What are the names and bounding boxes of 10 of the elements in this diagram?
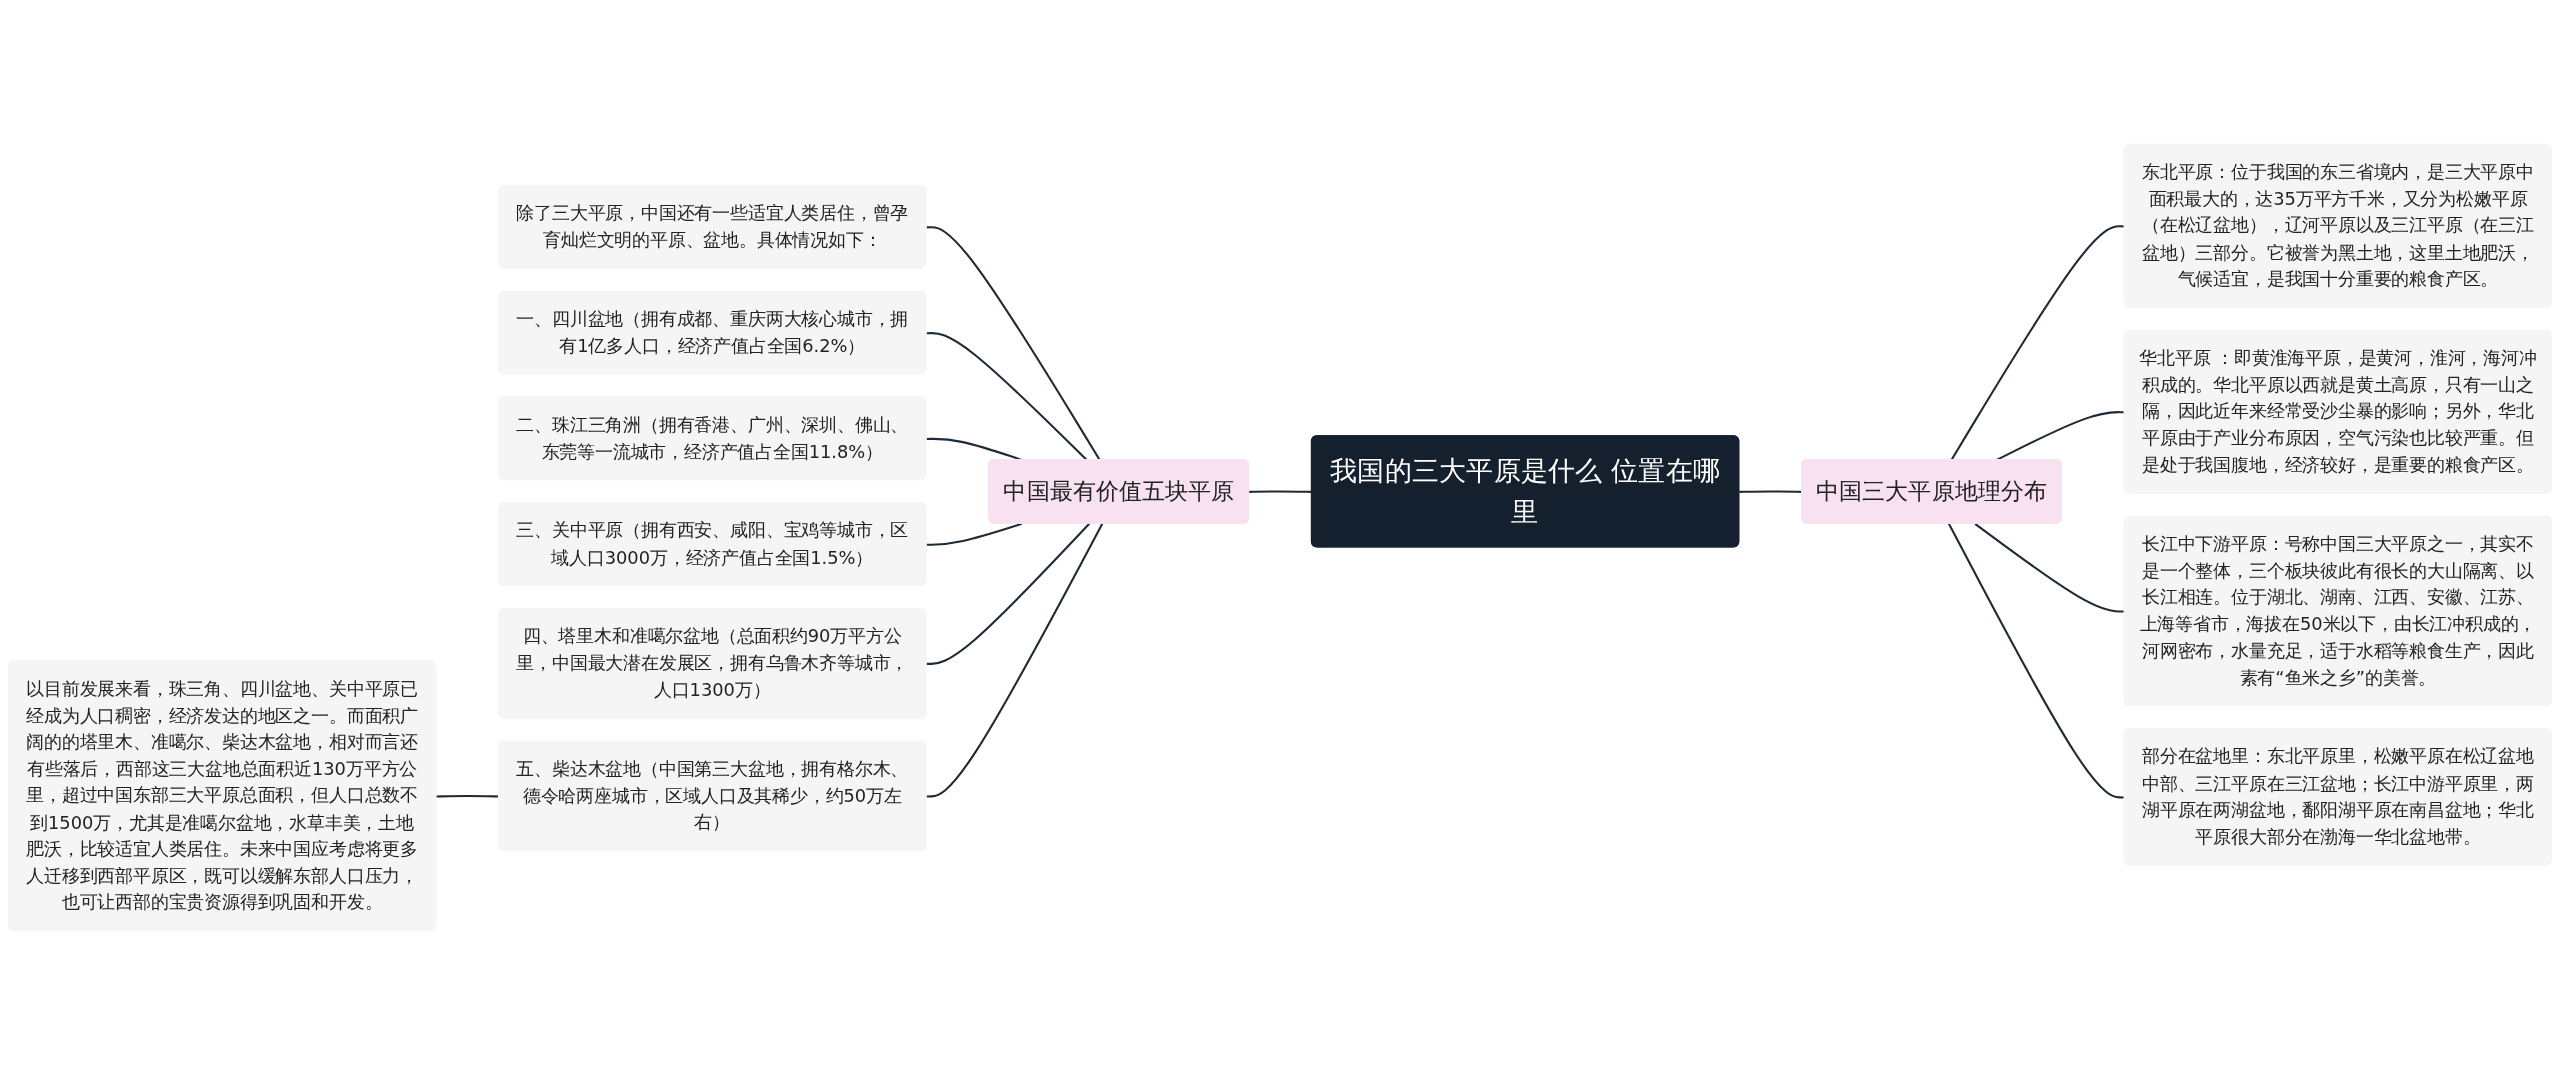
connector — [1974, 522, 2125, 613]
connector — [1249, 490, 1312, 493]
connector — [926, 523, 1091, 665]
connector — [1996, 411, 2125, 461]
connector — [926, 331, 1088, 461]
connector — [1948, 523, 2125, 799]
connector — [926, 522, 1023, 546]
connector — [926, 523, 1104, 798]
connector — [926, 226, 1101, 461]
connector — [1950, 225, 2125, 461]
